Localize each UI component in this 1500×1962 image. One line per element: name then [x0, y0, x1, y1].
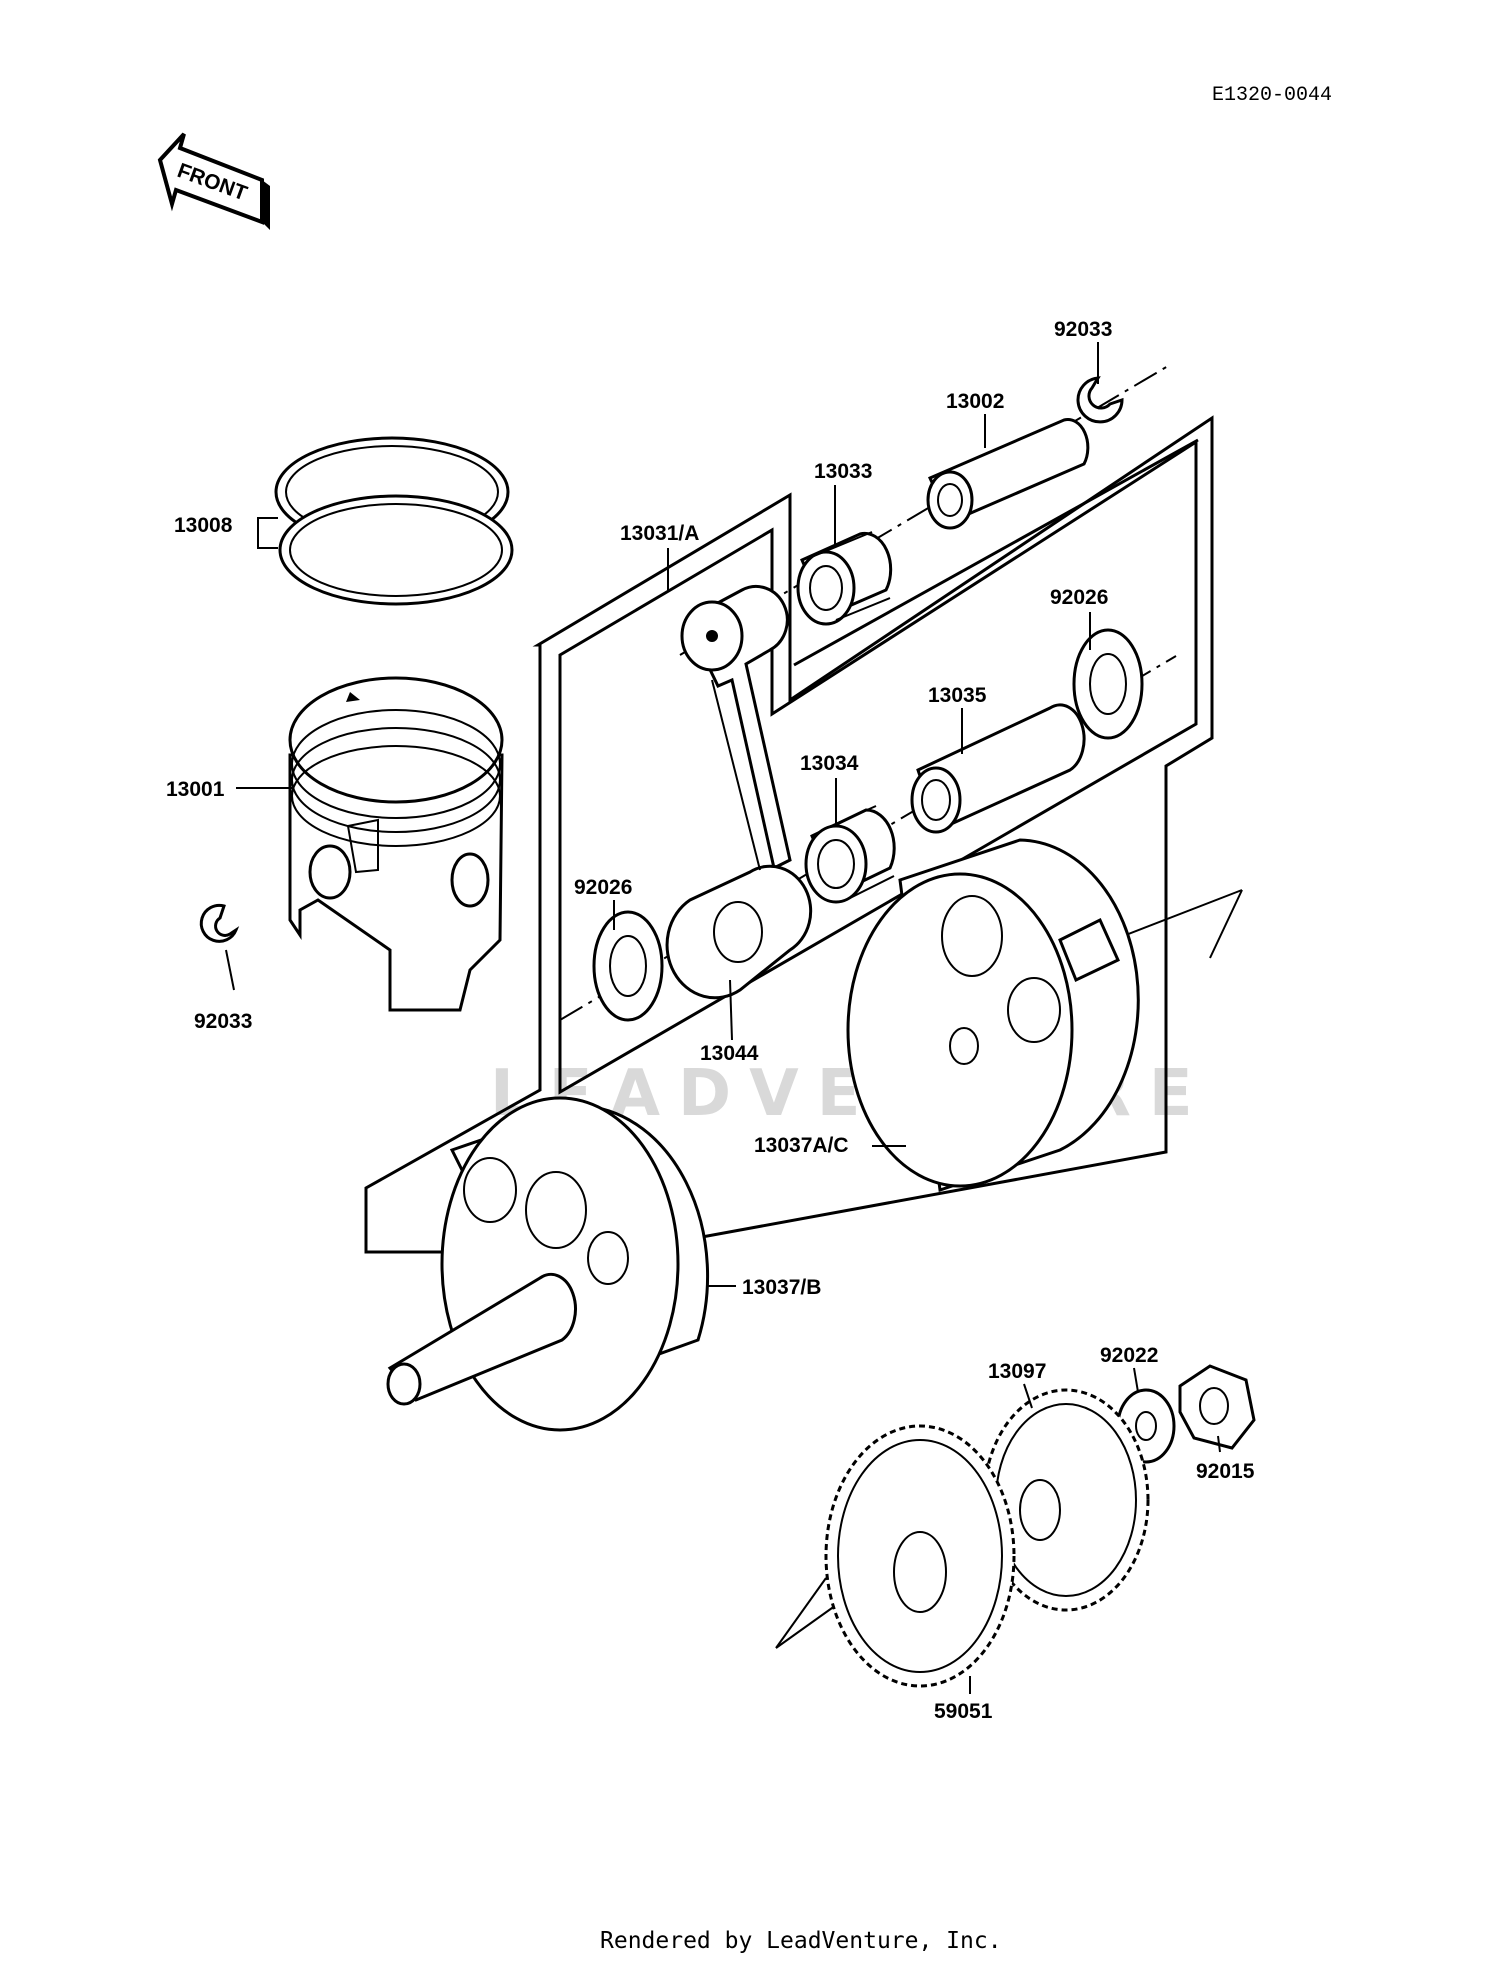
callout-92022: 92022 [1100, 1344, 1158, 1367]
piston-pin-clip-left [199, 903, 240, 943]
callout-92033-bottom: 92033 [194, 1010, 252, 1033]
callout-13002: 13002 [946, 390, 1004, 413]
piston-pin-clip-top [1076, 376, 1124, 424]
assembly-frame-outer [364, 415, 1214, 1254]
thrust-washer-left [592, 910, 664, 1022]
callout-13031-a: 13031/A [620, 522, 699, 545]
piston-pin [926, 418, 1090, 530]
callout-92026-right: 92026 [1050, 586, 1108, 609]
primary-gear [824, 1424, 1016, 1688]
crankshaft-left-half [386, 1096, 710, 1432]
callout-13033: 13033 [814, 460, 872, 483]
piston-rings [274, 436, 514, 606]
nut [1178, 1364, 1256, 1450]
callout-13044: 13044 [700, 1042, 759, 1065]
footer-credit: Rendered by LeadVenture, Inc. [600, 1928, 1002, 1954]
connecting-rod [665, 584, 813, 1000]
crankshaft-right-half [846, 838, 1140, 1192]
callout-13035: 13035 [928, 684, 987, 707]
callout-59051: 59051 [934, 1700, 993, 1723]
callout-13034: 13034 [800, 752, 859, 775]
axis-line-gear-end [775, 1577, 827, 1649]
piston [288, 676, 504, 1012]
crank-pin [910, 703, 1086, 834]
callout-13001: 13001 [166, 778, 225, 801]
callout-92033-top: 92033 [1054, 318, 1112, 341]
callout-92015: 92015 [1196, 1460, 1255, 1483]
callout-13037-b: 13037/B [742, 1276, 821, 1299]
small-end-bearing [796, 531, 893, 626]
callout-13037a-c: 13037A/C [754, 1134, 849, 1157]
leader-lines [225, 342, 1221, 1694]
thrust-washer-right [1072, 628, 1144, 740]
axis-line-crank-end [1209, 889, 1243, 959]
callout-92026-left: 92026 [574, 876, 632, 899]
callout-13008: 13008 [174, 514, 233, 537]
diagram-code: E1320-0044 [1212, 84, 1332, 107]
bearing-subframe [793, 438, 1199, 667]
callout-13097: 13097 [988, 1360, 1046, 1383]
front-arrow-icon: FRONT [157, 132, 270, 230]
big-end-bearing [804, 805, 896, 904]
